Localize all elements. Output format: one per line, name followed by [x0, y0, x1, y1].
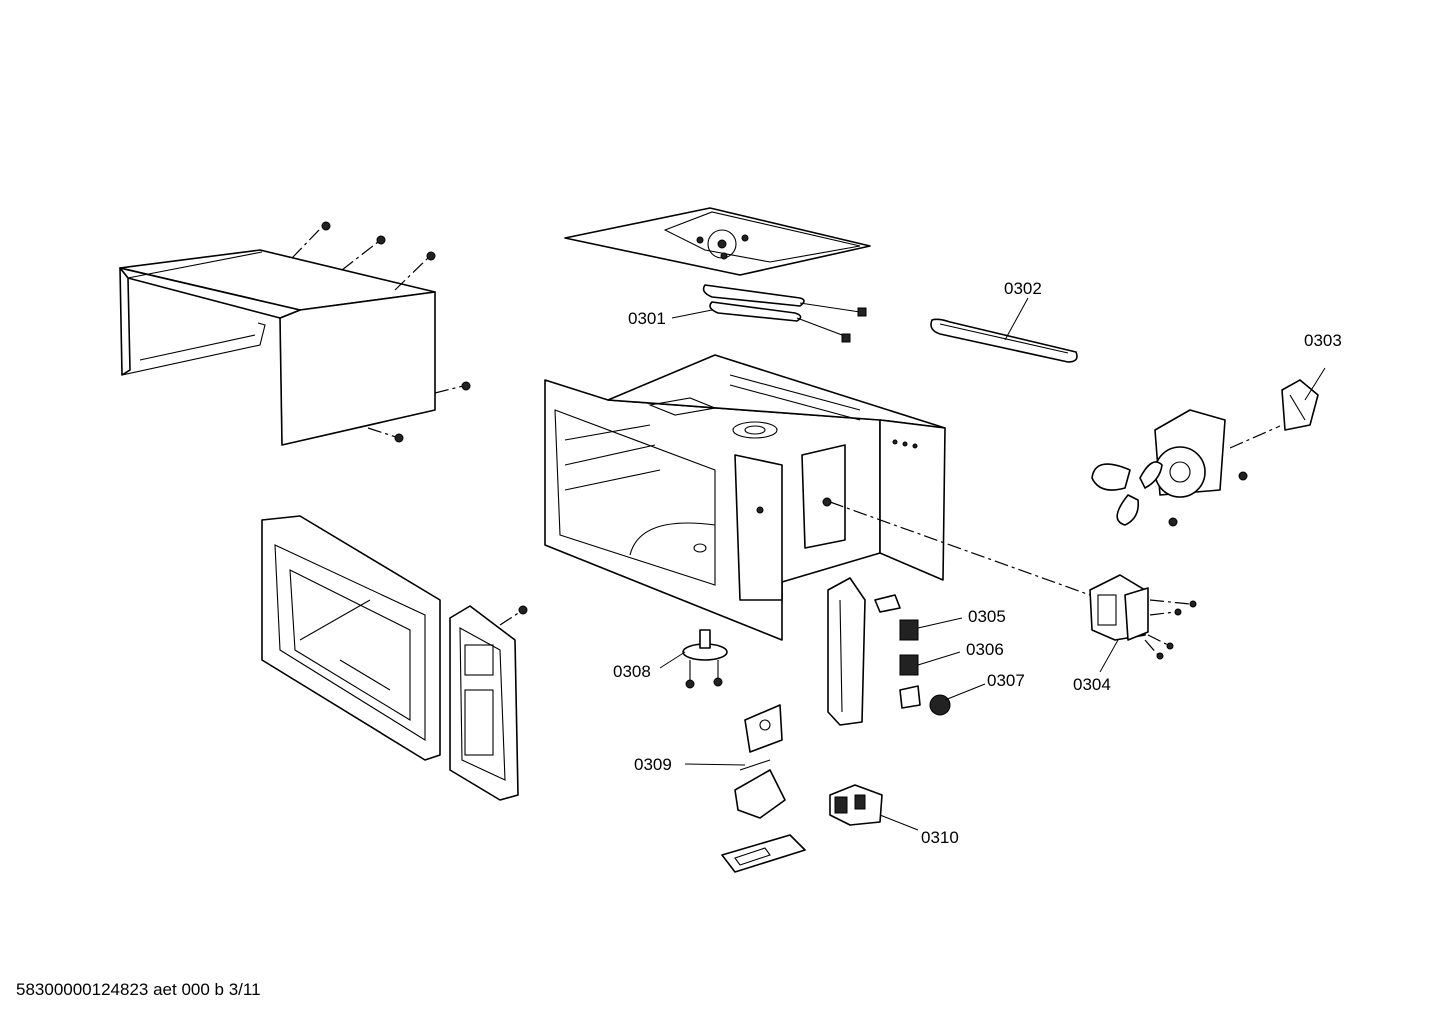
oven-cavity: [544, 354, 946, 641]
interlock-bracket: [827, 577, 901, 726]
cabinet-screws: [291, 221, 471, 443]
switch-0306: [899, 651, 961, 676]
outer-cabinet: [119, 249, 436, 446]
thermostat-0308: [659, 629, 728, 689]
callout-0305: 0305: [968, 607, 1006, 626]
relay-0310: [829, 784, 919, 831]
top-plate: [564, 207, 871, 276]
pcb-0309: [721, 834, 806, 873]
transformer-0304: [1089, 574, 1197, 673]
callout-0308: 0308: [613, 662, 651, 681]
callout-0304: 0304: [1073, 675, 1111, 694]
assembly-axis: [829, 501, 1091, 596]
door: [261, 515, 441, 761]
callout-0309: 0309: [634, 755, 672, 774]
callout-0306: 0306: [966, 640, 1004, 659]
bracket-0309: [684, 704, 786, 819]
heating-element-0301: [671, 284, 867, 343]
callout-0302: 0302: [1004, 279, 1042, 298]
control-panel: [449, 605, 528, 801]
switch-0307: [899, 683, 986, 716]
callout-0301: 0301: [628, 309, 666, 328]
callout-0303: 0303: [1304, 331, 1342, 350]
callout-0307: 0307: [987, 671, 1025, 690]
switch-0305: [899, 617, 963, 641]
belt-0302: [930, 297, 1078, 363]
callout-0310: 0310: [921, 828, 959, 847]
drawing-reference-footer: 58300000124823 aet 000 b 3/11: [16, 980, 261, 999]
fan-motor-0303: [1091, 367, 1326, 527]
